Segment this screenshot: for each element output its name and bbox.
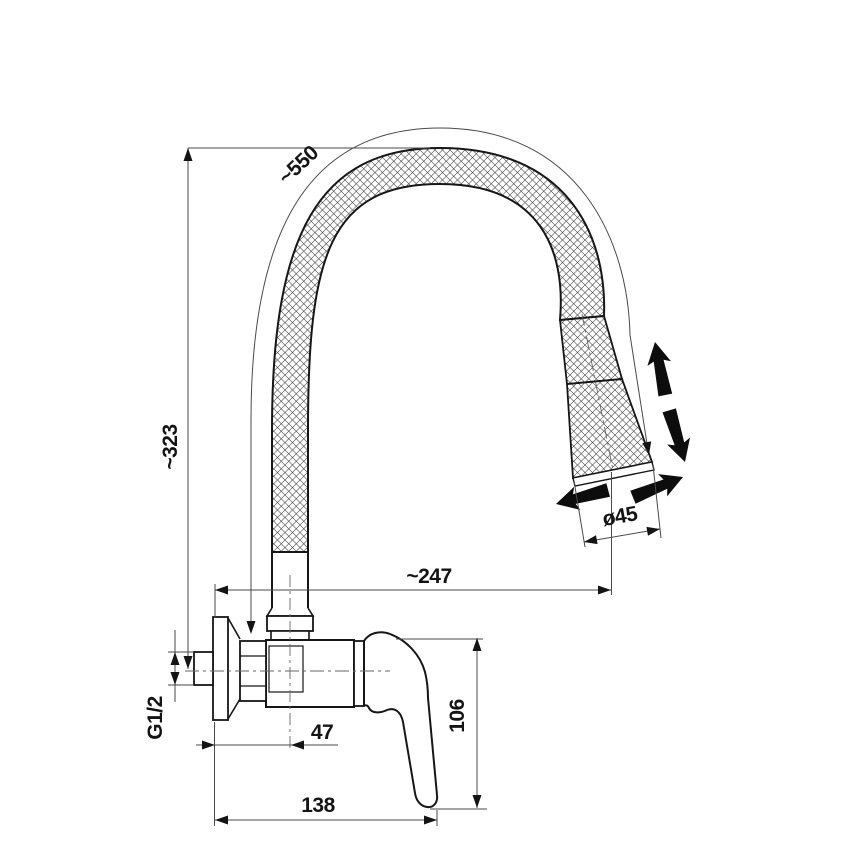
arrowhead — [291, 740, 304, 750]
spray-head-axis-centerline — [581, 313, 614, 471]
stub-outline — [193, 651, 214, 686]
spray-diameter-label: ø45 — [601, 502, 640, 531]
inlet-stub — [193, 651, 214, 686]
dim-wall-to-axis: 47 — [196, 721, 338, 826]
arrowhead — [642, 441, 652, 455]
spray-head — [559, 313, 655, 487]
handle-height-ext-lines — [396, 638, 487, 810]
flange-cone — [227, 617, 241, 720]
centerlines — [185, 575, 390, 750]
cartridge-cap — [353, 640, 365, 707]
motion-arrows — [556, 342, 691, 510]
handle-height-label: 106 — [446, 699, 469, 733]
arrowhead — [202, 740, 215, 750]
thread-label: G1/2 — [144, 696, 167, 740]
valve-seat-inner — [268, 645, 304, 693]
arrow-swing-up — [647, 342, 673, 397]
arrowhead — [183, 148, 193, 161]
pipe-walls — [271, 552, 309, 608]
arrowhead — [472, 795, 482, 808]
hose-body — [271, 146, 606, 553]
arrow-rotate-right — [630, 474, 683, 504]
handle-lever — [363, 631, 439, 809]
arrowhead — [424, 815, 437, 825]
spray-dia-ext-lines — [573, 464, 662, 548]
handle-outline — [363, 631, 439, 809]
wall-flange — [212, 616, 241, 721]
arrowhead — [170, 652, 180, 665]
arrowhead — [170, 672, 180, 685]
arrowhead — [646, 526, 660, 536]
arrowhead — [472, 638, 482, 651]
body-housing — [265, 639, 355, 708]
arrowhead — [215, 815, 228, 825]
depth-label: 138 — [301, 794, 335, 817]
dim-reach: ~247 — [214, 472, 612, 618]
arrowhead — [246, 621, 256, 634]
reach-label: ~247 — [406, 565, 451, 588]
arrow-rotate-left — [556, 483, 610, 510]
nut-facets — [240, 655, 266, 687]
dim-height: ~323 — [159, 148, 193, 669]
flex-hose — [271, 146, 606, 553]
hose-length-arc — [250, 127, 649, 630]
thread-ext-lines — [168, 651, 194, 686]
wall-to-axis-label: 47 — [311, 721, 333, 744]
dim-handle-height: 106 — [396, 638, 487, 810]
arrowhead — [215, 585, 228, 595]
dim-spray-diameter: ø45 — [573, 464, 662, 548]
dim-thread: G1/2 — [144, 630, 194, 740]
arrow-swing-down — [662, 408, 691, 462]
height-label: ~323 — [159, 424, 182, 469]
spray-head-segment-1 — [559, 315, 624, 385]
faucet-body — [265, 639, 365, 708]
flange-plate — [212, 616, 229, 721]
hose-length-label: ~550 — [274, 141, 323, 189]
arrowhead — [183, 656, 193, 669]
arrowhead — [584, 535, 598, 545]
dim-depth: 138 — [215, 794, 438, 826]
arrowhead — [598, 585, 611, 595]
